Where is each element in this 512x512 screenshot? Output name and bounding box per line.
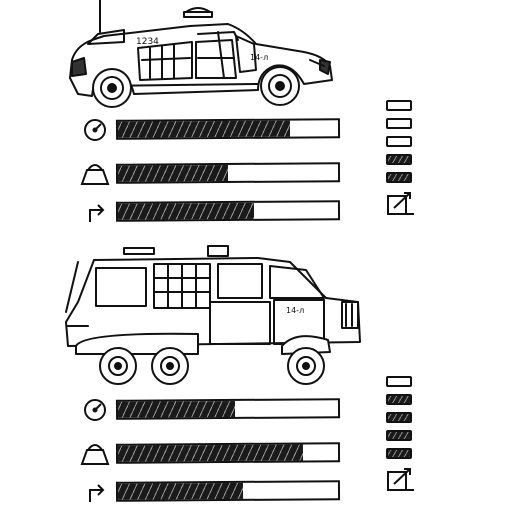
turn-arrow-icon <box>78 198 112 226</box>
upgrade-cell <box>386 448 412 459</box>
upgrade-cell <box>386 172 412 183</box>
vehicle-image-armored-car <box>58 0 338 112</box>
weight-bar-fill <box>117 165 229 182</box>
weight-icon <box>78 440 112 468</box>
upgrade-cell <box>386 154 412 165</box>
weight-bar-fill <box>117 444 303 462</box>
weight-bar <box>115 162 341 184</box>
upgrade-button[interactable] <box>384 190 418 218</box>
door-number: 14-л <box>286 306 305 315</box>
door-number: 14-л <box>250 53 269 62</box>
upgrade-cell <box>386 118 412 129</box>
upgrade-cell <box>386 412 412 423</box>
speed-bar-fill <box>117 400 235 418</box>
speedometer-icon <box>78 116 112 144</box>
weight-bar <box>115 442 341 464</box>
handling-bar-fill <box>117 482 244 500</box>
upgrade-cell <box>386 136 412 147</box>
speed-bar <box>115 118 341 140</box>
upgrade-cells <box>386 376 416 494</box>
stat-row-handling <box>78 478 348 506</box>
stat-row-weight <box>78 160 348 188</box>
speed-bar-fill <box>117 120 290 138</box>
vehicle-card-2[interactable]: 14-л <box>0 240 512 512</box>
stat-row-speed <box>78 396 348 424</box>
weight-icon <box>78 160 112 188</box>
upgrade-cell <box>386 100 412 111</box>
stat-row-handling <box>78 198 348 226</box>
stat-row-speed <box>78 116 348 144</box>
plate-number: 1234 <box>136 37 159 47</box>
handling-bar <box>115 200 341 222</box>
stat-row-weight <box>78 440 348 468</box>
upgrade-icon <box>387 192 414 215</box>
upgrade-cell <box>386 394 412 405</box>
vehicle-image-armored-truck <box>58 242 368 390</box>
upgrade-cell <box>386 430 412 441</box>
handling-bar-fill <box>117 202 255 220</box>
upgrade-icon <box>387 468 414 491</box>
vehicle-card-1[interactable]: 1234 14-л <box>0 0 512 240</box>
handling-bar <box>115 480 341 502</box>
speedometer-icon <box>78 396 112 424</box>
turn-arrow-icon <box>78 478 112 506</box>
speed-bar <box>115 398 341 420</box>
upgrade-button[interactable] <box>384 466 418 494</box>
upgrade-cells <box>386 100 416 218</box>
upgrade-cell <box>386 376 412 387</box>
